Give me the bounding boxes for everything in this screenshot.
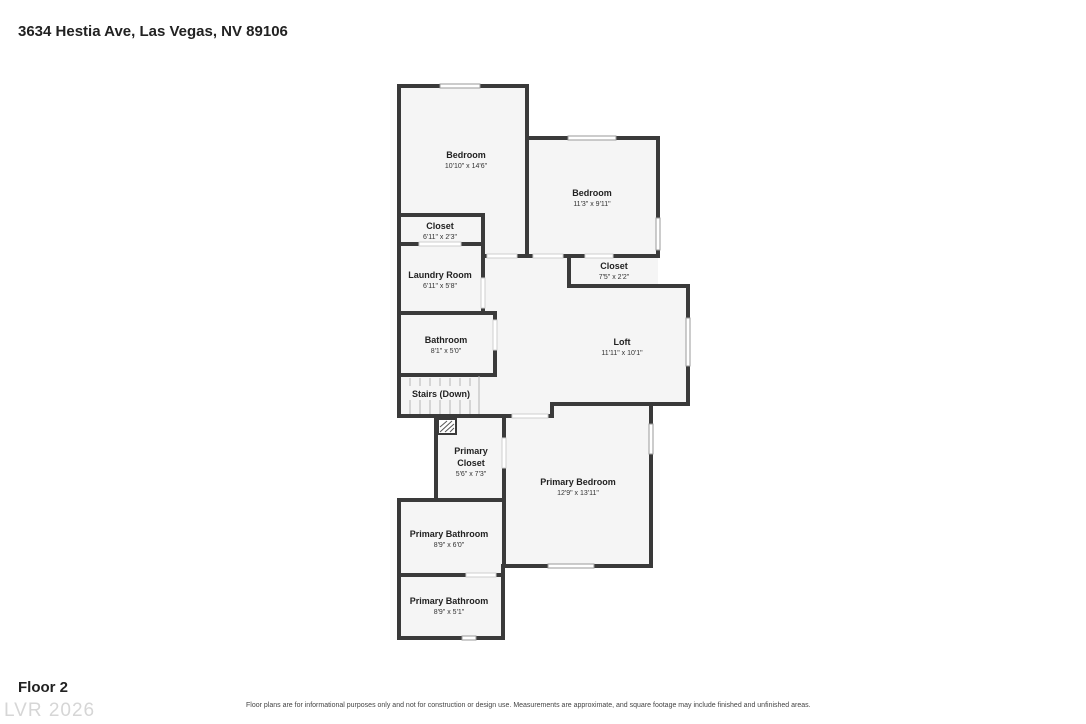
room-dimensions: 7'5" x 2'2" <box>599 274 630 281</box>
room-bedroom-1: Bedroom 10'10" x 14'6" <box>445 150 488 170</box>
room-bedroom-2: Bedroom 11'3" x 9'11" <box>572 188 612 208</box>
room-name: Bedroom <box>446 150 486 160</box>
room-dimensions: 6'11" x 5'8" <box>423 283 457 290</box>
room-name: Closet <box>600 261 628 271</box>
room-bathroom: Bathroom 8'1" x 5'0" <box>425 335 468 355</box>
room-dimensions: 8'9" x 5'1" <box>434 609 465 616</box>
room-dimensions: 10'10" x 14'6" <box>445 163 488 170</box>
room-primary-bathroom-2: Primary Bathroom 8'9" x 5'1" <box>410 596 489 616</box>
room-dimensions: 8'9" x 6'0" <box>434 542 465 549</box>
room-name: Primary Bathroom <box>410 596 489 606</box>
duct-block <box>437 418 457 435</box>
floor-fills <box>398 86 688 638</box>
room-name: Laundry Room <box>408 270 472 280</box>
room-name: Primary Bathroom <box>410 529 489 539</box>
room-name-line1: Primary <box>454 446 488 456</box>
room-name-line2: Closet <box>457 458 485 468</box>
windows <box>439 83 691 641</box>
room-dimensions: 8'1" x 5'0" <box>431 348 462 355</box>
room-primary-bedroom: Primary Bedroom 12'9" x 13'11" <box>540 477 616 497</box>
room-name: Loft <box>614 337 631 347</box>
watermark: LVR 2026 <box>4 700 96 721</box>
room-closet-1: Closet 6'11" x 2'3" <box>423 221 457 241</box>
room-name: Closet <box>426 221 454 231</box>
room-name: Stairs (Down) <box>412 389 470 399</box>
room-name: Primary Bedroom <box>540 477 616 487</box>
room-primary-bathroom-1: Primary Bathroom 8'9" x 6'0" <box>410 529 489 549</box>
room-stairs: Stairs (Down) <box>407 386 477 400</box>
door-openings <box>418 241 614 578</box>
disclaimer-text: Floor plans are for informational purpos… <box>246 702 811 709</box>
room-loft: Loft 11'11" x 10'1" <box>601 337 643 357</box>
property-address: 3634 Hestia Ave, Las Vegas, NV 89106 <box>18 23 288 40</box>
room-dimensions: 5'6" x 7'3" <box>456 471 487 478</box>
floor-label: Floor 2 <box>18 679 69 696</box>
room-closet-2: Closet 7'5" x 2'2" <box>599 261 630 281</box>
room-dimensions: 12'9" x 13'11" <box>557 490 599 497</box>
room-dimensions: 6'11" x 2'3" <box>423 234 457 241</box>
room-dimensions: 11'11" x 10'1" <box>601 350 643 357</box>
room-laundry: Laundry Room 6'11" x 5'8" <box>408 270 472 290</box>
room-dimensions: 11'3" x 9'11" <box>573 201 611 208</box>
room-name: Bathroom <box>425 335 468 345</box>
room-primary-closet: Primary Closet 5'6" x 7'3" <box>454 446 488 478</box>
room-name: Bedroom <box>572 188 612 198</box>
